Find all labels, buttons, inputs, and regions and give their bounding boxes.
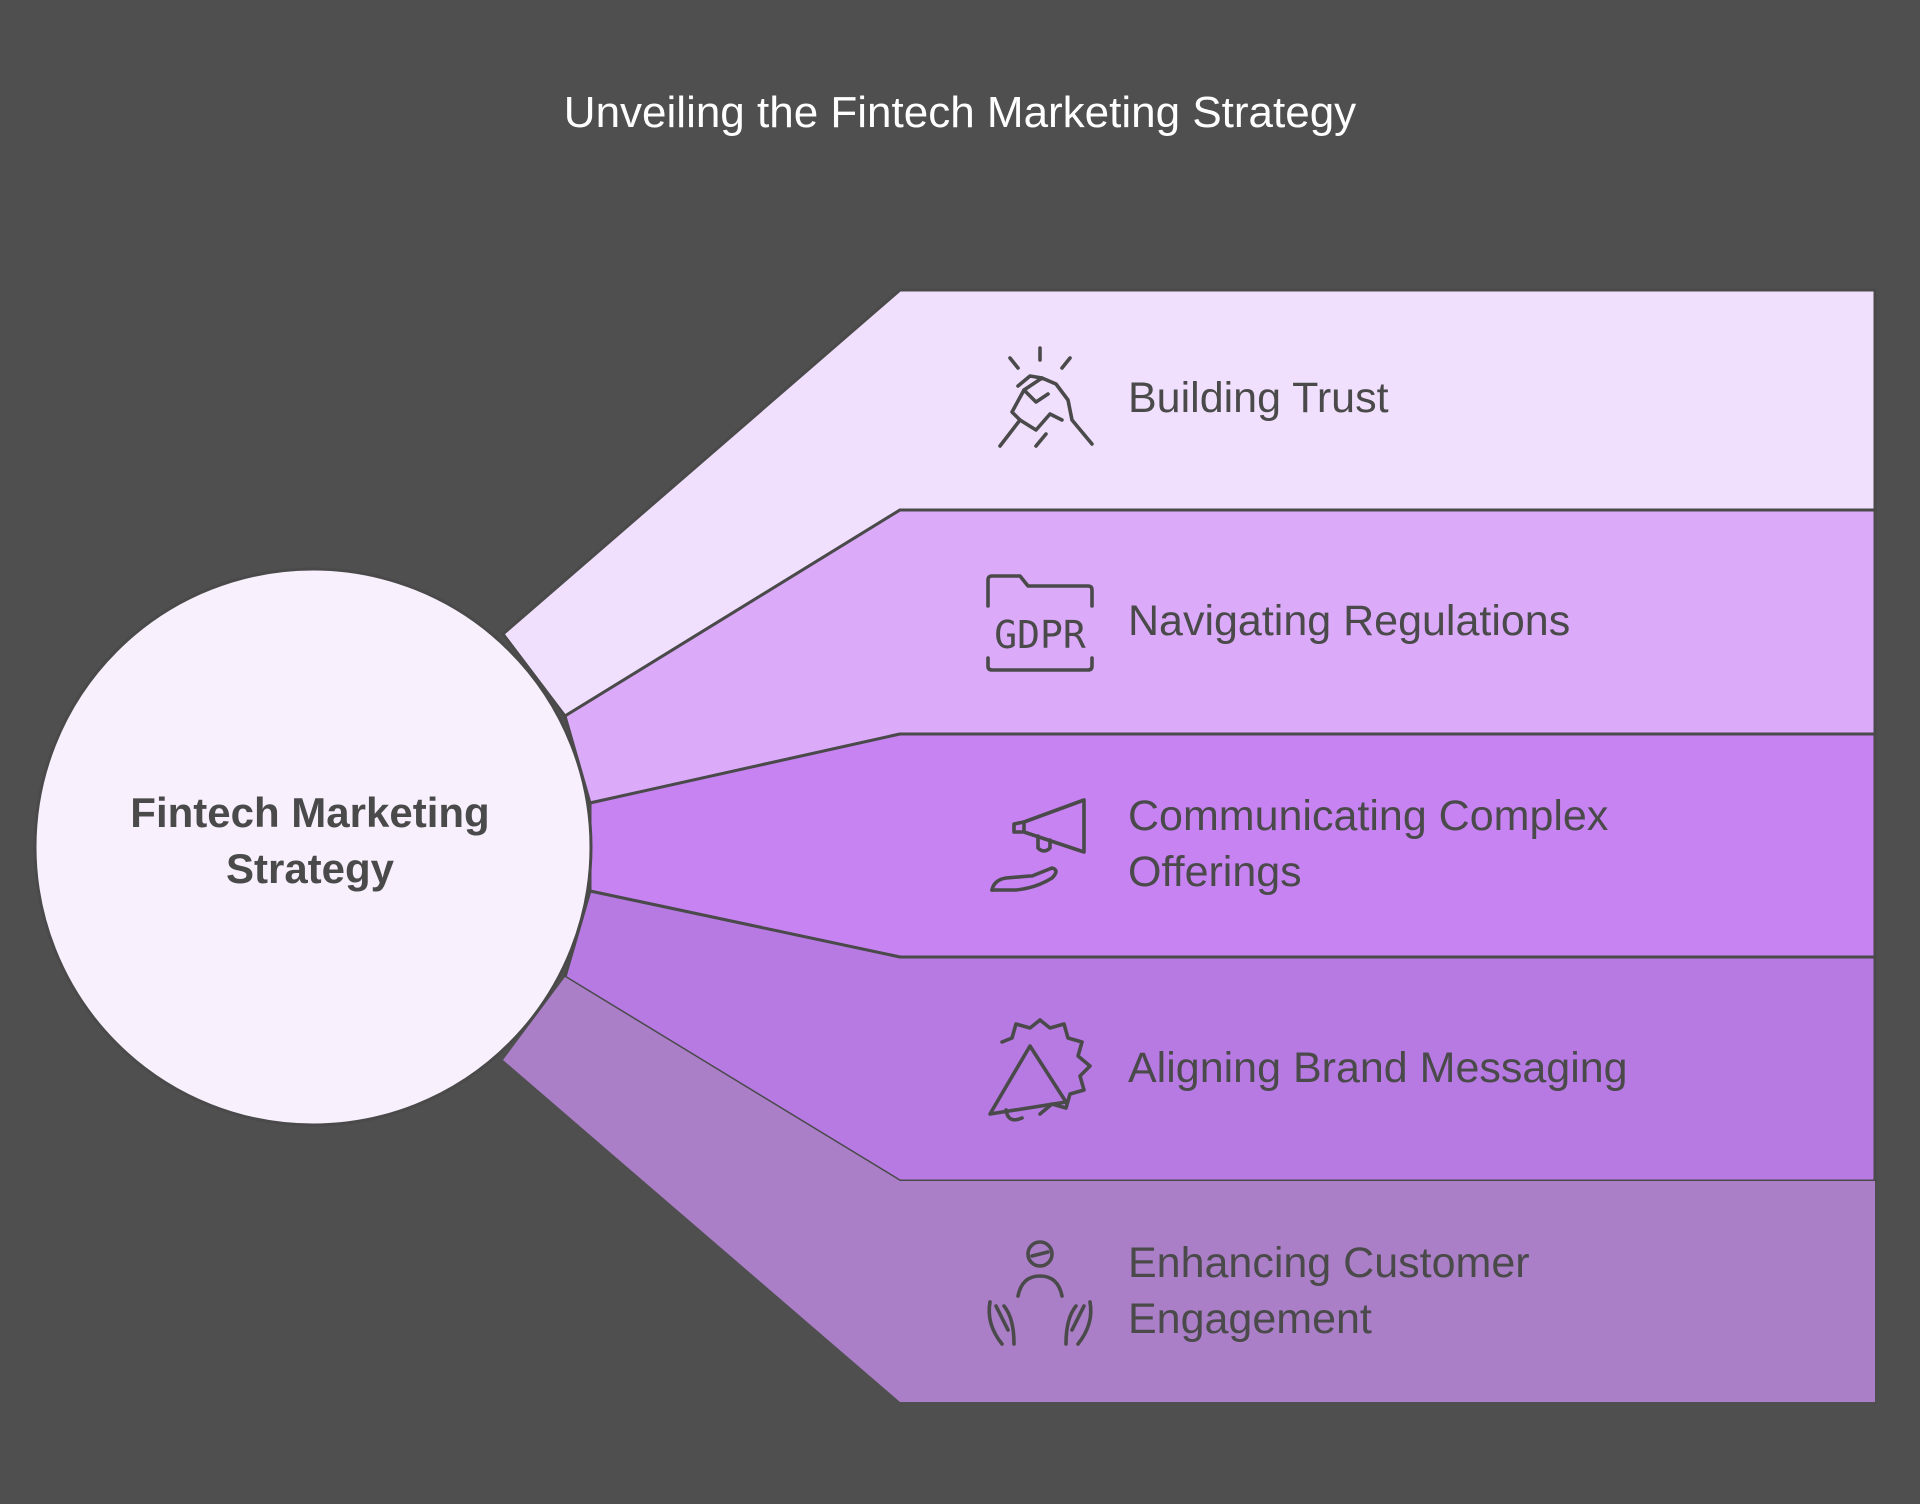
branch-label-line: Engagement (1128, 1295, 1372, 1343)
branch-label-line: Offerings (1128, 848, 1302, 896)
branch-label-navigating-regulations: Navigating Regulations (1128, 593, 1828, 649)
branch-label-communicating-complex-offerings: Communicating Complex Offerings (1128, 788, 1828, 900)
branch-label-aligning-brand-messaging: Aligning Brand Messaging (1128, 1040, 1828, 1096)
branch-band-enhancing-customer-engagement (503, 977, 1875, 1402)
megaphone-badge-icon (980, 1010, 1100, 1130)
branch-label-line: Building Trust (1128, 374, 1389, 422)
diagram-title: Unveiling the Fintech Marketing Strategy (563, 88, 1357, 137)
svg-text:GDPR: GDPR (994, 613, 1086, 657)
center-node-label: Fintech Marketing Strategy (70, 785, 550, 897)
center-label-line-1: Fintech Marketing (130, 789, 490, 836)
branch-label-line: Navigating Regulations (1128, 597, 1571, 645)
handshake-icon (980, 338, 1100, 458)
branch-label-line: Aligning Brand Messaging (1128, 1044, 1628, 1092)
branch-label-line: Enhancing Customer (1128, 1239, 1530, 1287)
center-node-circle (33, 567, 593, 1127)
center-label-line-2: Strategy (225, 845, 395, 892)
megaphone-hand-icon (980, 786, 1100, 906)
person-hands-icon (980, 1232, 1100, 1352)
branch-label-building-trust: Building Trust (1128, 370, 1828, 426)
branch-label-enhancing-customer-engagement: Enhancing Customer Engagement (1128, 1235, 1828, 1347)
gdpr-folder-icon: GDPR (980, 562, 1100, 682)
branch-label-line: Communicating Complex (1128, 792, 1609, 840)
